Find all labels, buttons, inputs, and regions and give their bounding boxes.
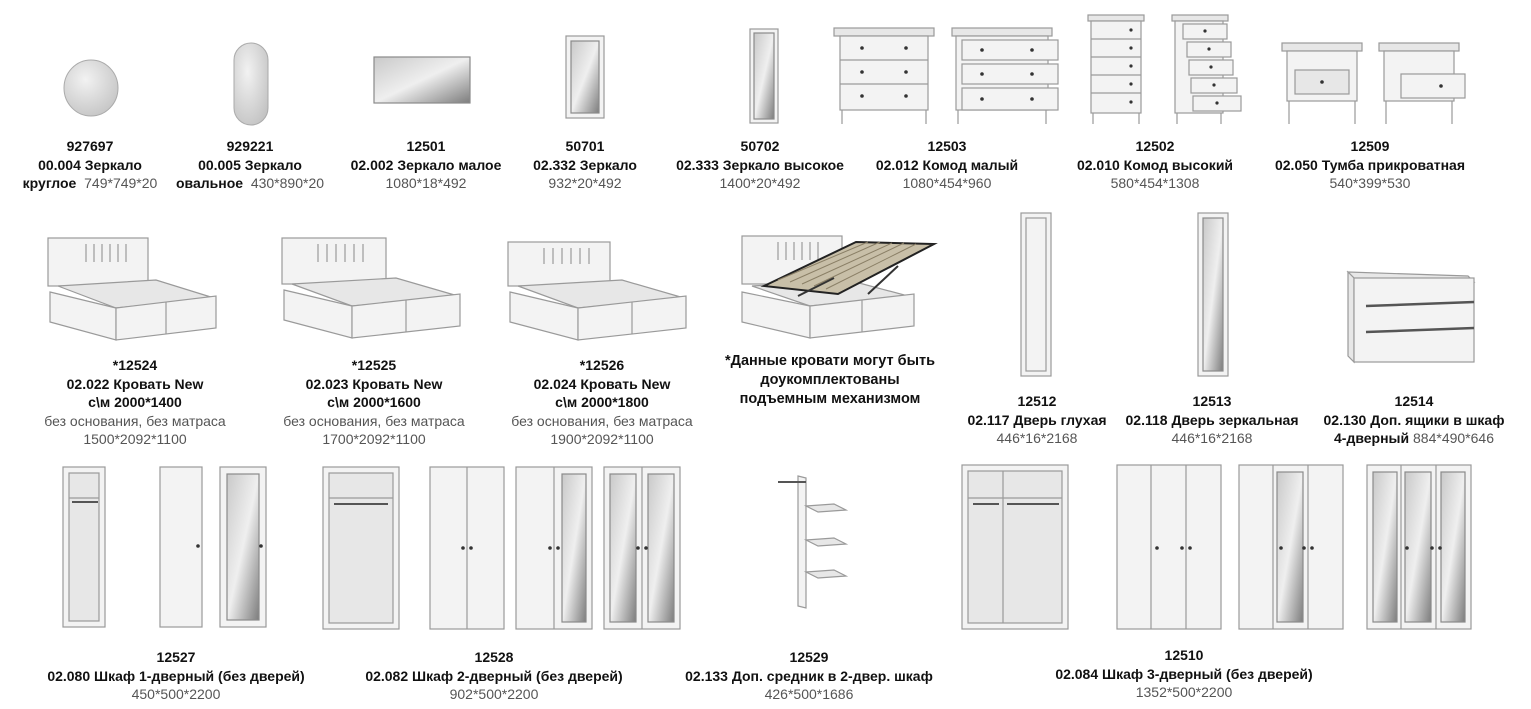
wardrobe-2-door-icon <box>322 466 681 630</box>
product-code: 12512 <box>1017 393 1057 409</box>
product-dims: 580*454*1308 <box>1110 175 1200 191</box>
product-note: без основания, без матраса <box>44 412 226 429</box>
product-name: 02.010 Комод высокий <box>1076 156 1234 173</box>
product-size: с\м 2000*1800 <box>555 394 649 410</box>
product-name: 02.023 Кровать New <box>305 375 443 392</box>
product-name-cont: круглое <box>22 175 77 191</box>
oval-mirror-icon <box>233 42 269 126</box>
product-name: 02.080 Шкаф 1-дверный (без дверей) <box>47 667 305 684</box>
product-name-cont: овальное <box>175 175 244 191</box>
product-code: 50702 <box>740 138 780 154</box>
product-dims: 884*490*646 <box>1413 430 1494 446</box>
product-dims: 1400*20*492 <box>719 175 801 191</box>
product-size: с\м 2000*1400 <box>88 394 182 410</box>
product-code: 12502 <box>1135 138 1175 154</box>
product-code: 12528 <box>474 649 514 665</box>
product-code: 12514 <box>1394 393 1434 409</box>
product-dims: 1900*2092*1100 <box>550 431 654 447</box>
tall-chest-icon <box>1087 14 1242 124</box>
product-code: 927697 <box>66 138 114 154</box>
drawer-insert-icon <box>1346 270 1476 364</box>
product-code: 12503 <box>927 138 967 154</box>
product-code: 12509 <box>1350 138 1390 154</box>
product-dims: 1352*500*2200 <box>1135 684 1233 700</box>
product-dims: 1080*454*960 <box>902 175 992 191</box>
lift-bed-icon <box>741 235 938 339</box>
product-name: 02.333 Зеркало высокое <box>676 156 844 173</box>
shelf-insert-icon <box>778 475 849 609</box>
product-dims: 446*16*2168 <box>996 430 1078 446</box>
product-code: 12529 <box>789 649 829 665</box>
product-code: 12527 <box>156 649 196 665</box>
product-dims: 1080*18*492 <box>385 175 467 191</box>
product-dims: 450*500*2200 <box>131 686 221 702</box>
product-name: 02.050 Тумба прикроватная <box>1274 156 1466 173</box>
product-dims: 446*16*2168 <box>1171 430 1253 446</box>
product-name: 02.084 Шкаф 3-дверный (без дверей) <box>1055 665 1313 682</box>
lift-note-line2: доукомплектованы <box>760 372 900 388</box>
product-name: 02.117 Дверь глухая <box>967 411 1107 428</box>
product-name: 02.002 Зеркало малое <box>350 156 502 173</box>
product-dims: 1500*2092*1100 <box>83 431 187 447</box>
product-code: *12525 <box>351 357 397 373</box>
product-dims: 932*20*492 <box>548 175 622 191</box>
wardrobe-1-door-icon <box>62 466 267 628</box>
product-dims: 749*749*20 <box>84 175 158 191</box>
product-note: без основания, без матраса <box>283 412 465 429</box>
product-code: 12513 <box>1192 393 1232 409</box>
product-dims: 540*399*530 <box>1329 175 1411 191</box>
product-name: 02.118 Дверь зеркальная <box>1125 411 1299 428</box>
product-name: 02.012 Комод малый <box>875 156 1019 173</box>
product-name: 02.133 Доп. средник в 2-двер. шкаф <box>685 667 933 684</box>
product-name: 02.332 Зеркало <box>533 156 637 173</box>
bed-icon <box>281 237 461 339</box>
product-size: с\м 2000*1600 <box>327 394 421 410</box>
product-name: 02.130 Доп. ящики в шкаф <box>1323 411 1505 428</box>
tall-mirror-icon <box>749 28 779 124</box>
bed-icon <box>507 241 687 341</box>
product-code: *12526 <box>579 357 625 373</box>
lift-note-line1: *Данные кровати могут быть <box>725 353 935 369</box>
product-code: 50701 <box>565 138 605 154</box>
product-dims: 426*500*1686 <box>764 686 854 702</box>
small-chest-icon <box>833 27 1059 124</box>
product-code: 12510 <box>1164 647 1204 663</box>
framed-mirror-icon <box>565 35 605 119</box>
round-mirror-icon <box>63 59 119 117</box>
product-name: 00.005 Зеркало <box>198 156 302 173</box>
bed-icon <box>47 237 217 341</box>
product-name: 02.022 Кровать New <box>66 375 204 392</box>
product-code: 929221 <box>226 138 274 154</box>
product-name: 00.004 Зеркало <box>38 156 142 173</box>
product-name: 02.024 Кровать New <box>533 375 671 392</box>
product-dims: 1700*2092*1100 <box>322 431 426 447</box>
product-code: 12501 <box>406 138 446 154</box>
mirror-door-icon <box>1197 212 1229 377</box>
wide-mirror-icon <box>373 56 471 104</box>
product-name-cont: 4-дверный <box>1334 430 1410 446</box>
product-name: 02.082 Шкаф 2-дверный (без дверей) <box>365 667 623 684</box>
product-dims: 430*890*20 <box>250 175 325 191</box>
wardrobe-3-door-icon <box>961 464 1472 630</box>
lift-note-line3: подъемным механизмом <box>739 391 921 407</box>
product-note: без основания, без матраса <box>511 412 693 429</box>
solid-door-icon <box>1020 212 1052 377</box>
product-code: *12524 <box>112 357 158 373</box>
nightstand-icon <box>1281 42 1466 124</box>
product-dims: 902*500*2200 <box>449 686 539 702</box>
